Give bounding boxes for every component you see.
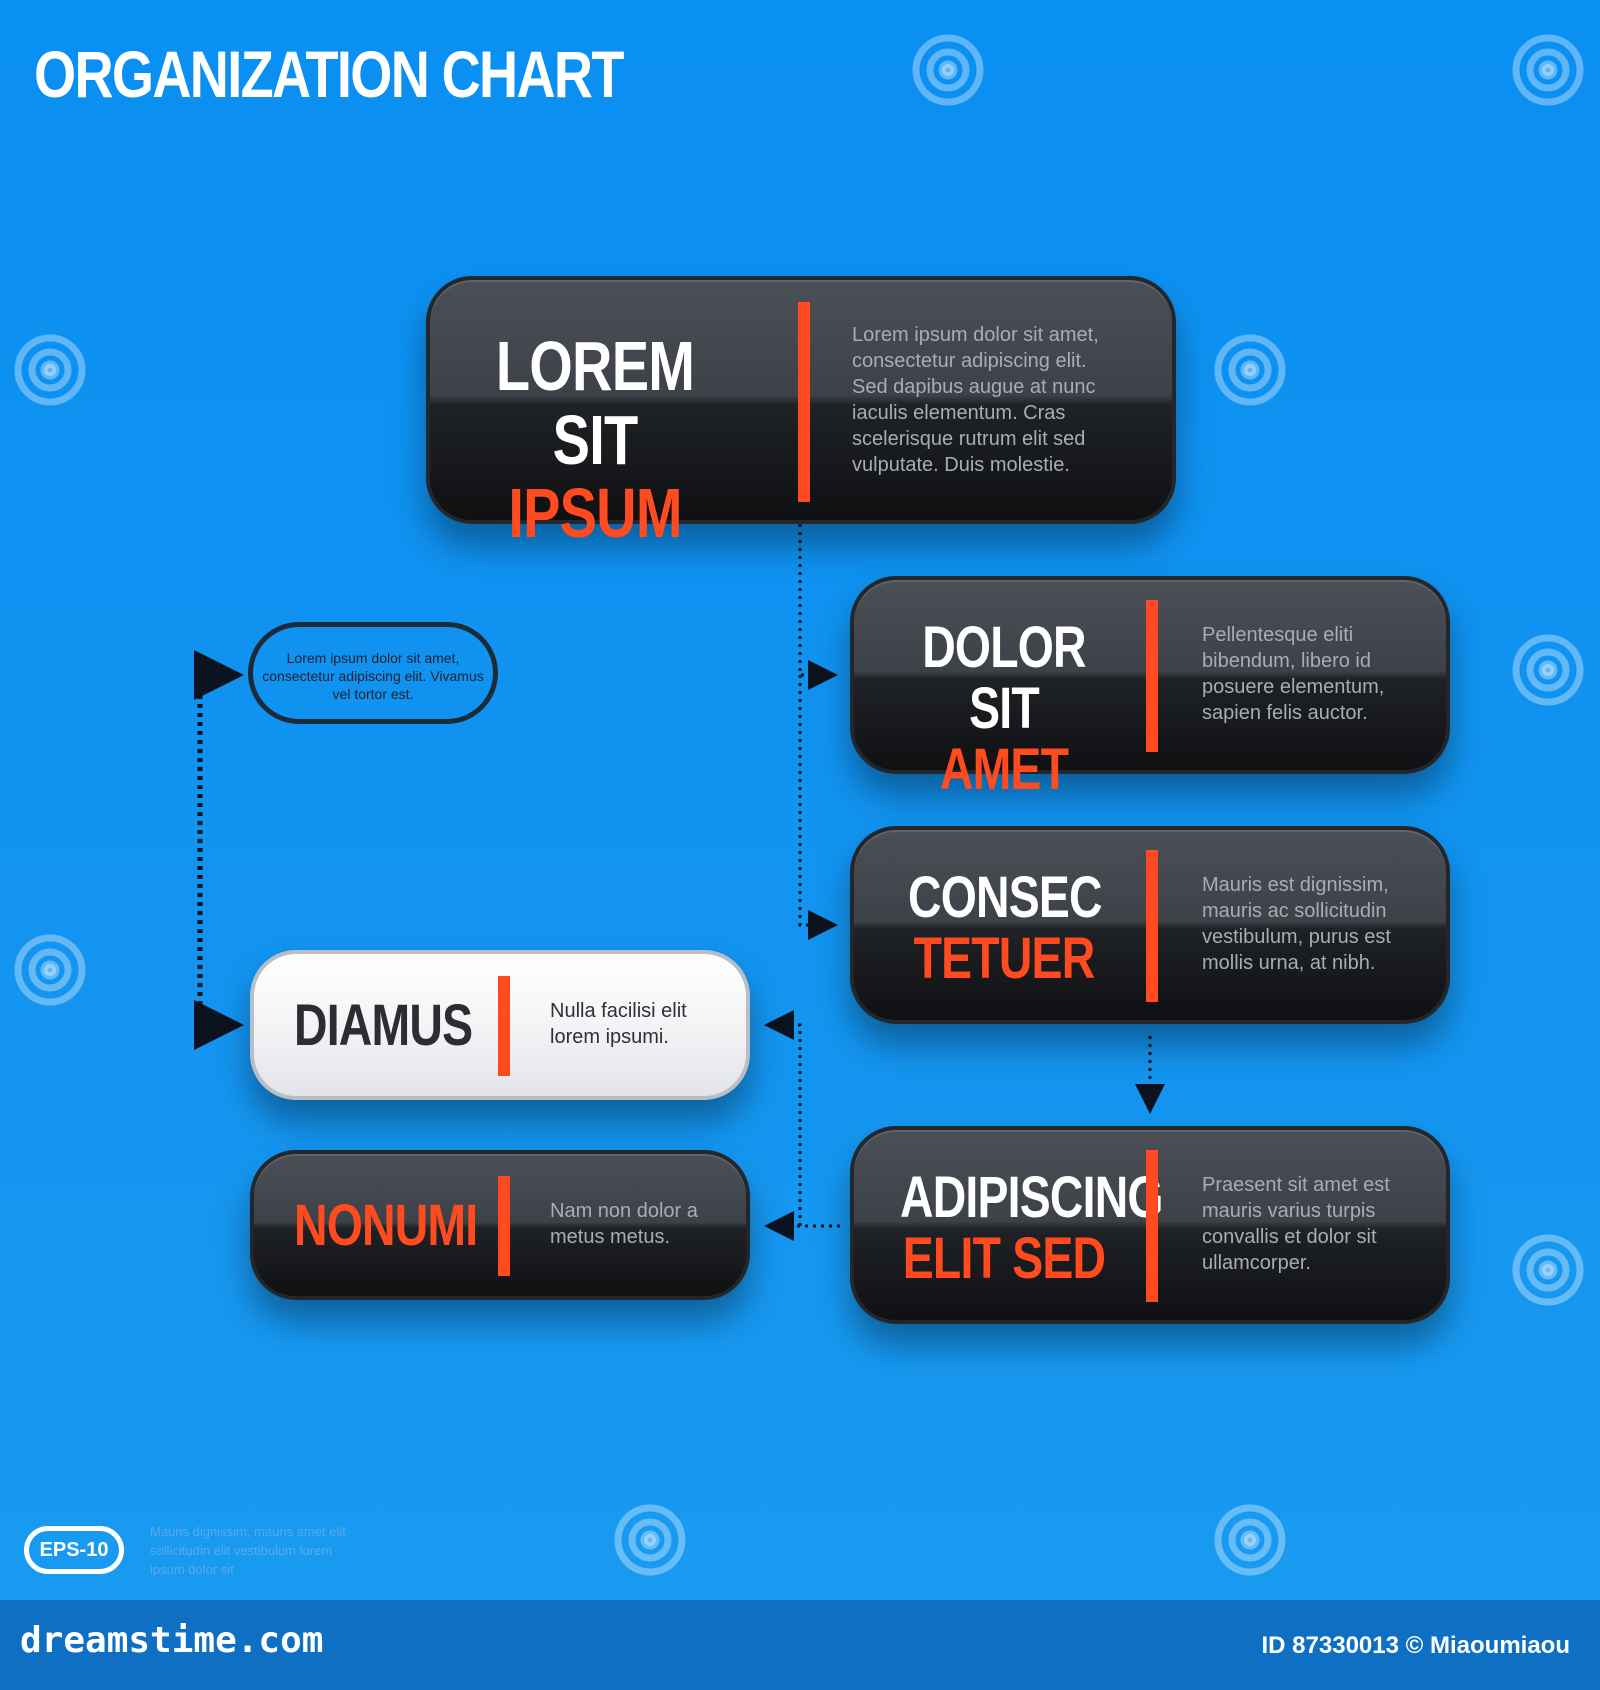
connector-note-to-diamus xyxy=(194,672,244,1050)
accent-bar xyxy=(498,1176,510,1276)
node-description: Nam non dolor a metus metus. xyxy=(550,1200,698,1248)
footer-bar: dreamstime.com ID 87330013 © Miaoumiaou xyxy=(0,1600,1600,1690)
node-subtitle: IPSUM xyxy=(508,474,682,552)
node-title: CONSEC xyxy=(908,865,1103,930)
accent-bar xyxy=(1146,600,1158,752)
node-title: LOREM SIT xyxy=(495,327,695,479)
node-adipiscing-elit-sed: ADIPISCING ELIT SED Praesent sit amet es… xyxy=(850,1126,1450,1324)
node-dolor-sit-amet: DOLOR SIT AMET Pellentesque eliti bibend… xyxy=(850,576,1450,800)
eps-badge: EPS-10 xyxy=(24,1526,124,1574)
node-nonumi: NONUMI Nam non dolor a metus metus. xyxy=(250,1150,750,1300)
accent-bar xyxy=(798,302,810,502)
badge-text: Mauris dignissim, mauris amet elit solli… xyxy=(150,1524,346,1577)
node-subtitle: AMET xyxy=(939,736,1069,802)
node-description: Mauris est dignissim, mauris ac sollicit… xyxy=(1202,874,1391,974)
accent-bar xyxy=(1146,850,1158,1002)
connector-top-to-dolor xyxy=(798,524,838,690)
node-lorem-sit-ipsum: LOREM SIT IPSUM Lorem ipsum dolor sit am… xyxy=(426,276,1176,550)
node-description: Nulla facilisi elit lorem ipsumi. xyxy=(550,1000,687,1048)
node-description: Pellentesque eliti bibendum, libero id p… xyxy=(1202,624,1385,724)
node-title: ADIPISCING xyxy=(900,1165,1163,1230)
node-description: Praesent sit amet est mauris varius turp… xyxy=(1202,1174,1390,1274)
note-pill: Lorem ipsum dolor sit amet, consectetur … xyxy=(248,622,498,724)
node-title: NONUMI xyxy=(294,1193,478,1258)
connector-top-to-consec xyxy=(798,675,838,940)
connector-adipiscing-to-diamus xyxy=(764,1010,802,1226)
footer-credit: ID 87330013 © Miaoumiaou xyxy=(1261,1632,1570,1659)
node-title: DOLOR SIT xyxy=(922,615,1086,741)
node-subtitle: TETUER xyxy=(913,925,1096,991)
accent-bar xyxy=(498,976,510,1076)
accent-bar xyxy=(1146,1150,1158,1302)
node-title: DIAMUS xyxy=(294,993,473,1058)
node-diamus: DIAMUS Nulla facilisi elit lorem ipsumi. xyxy=(250,950,750,1100)
page-title: ORGANIZATION CHART xyxy=(34,37,624,111)
node-subtitle: ELIT SED xyxy=(902,1225,1106,1291)
footer-brand: dreamstime.com xyxy=(20,1620,324,1661)
node-description: Lorem ipsum dolor sit amet, consectetur … xyxy=(852,324,1099,476)
node-consec-tetuer: CONSEC TETUER Mauris est dignissim, maur… xyxy=(850,826,1450,1024)
